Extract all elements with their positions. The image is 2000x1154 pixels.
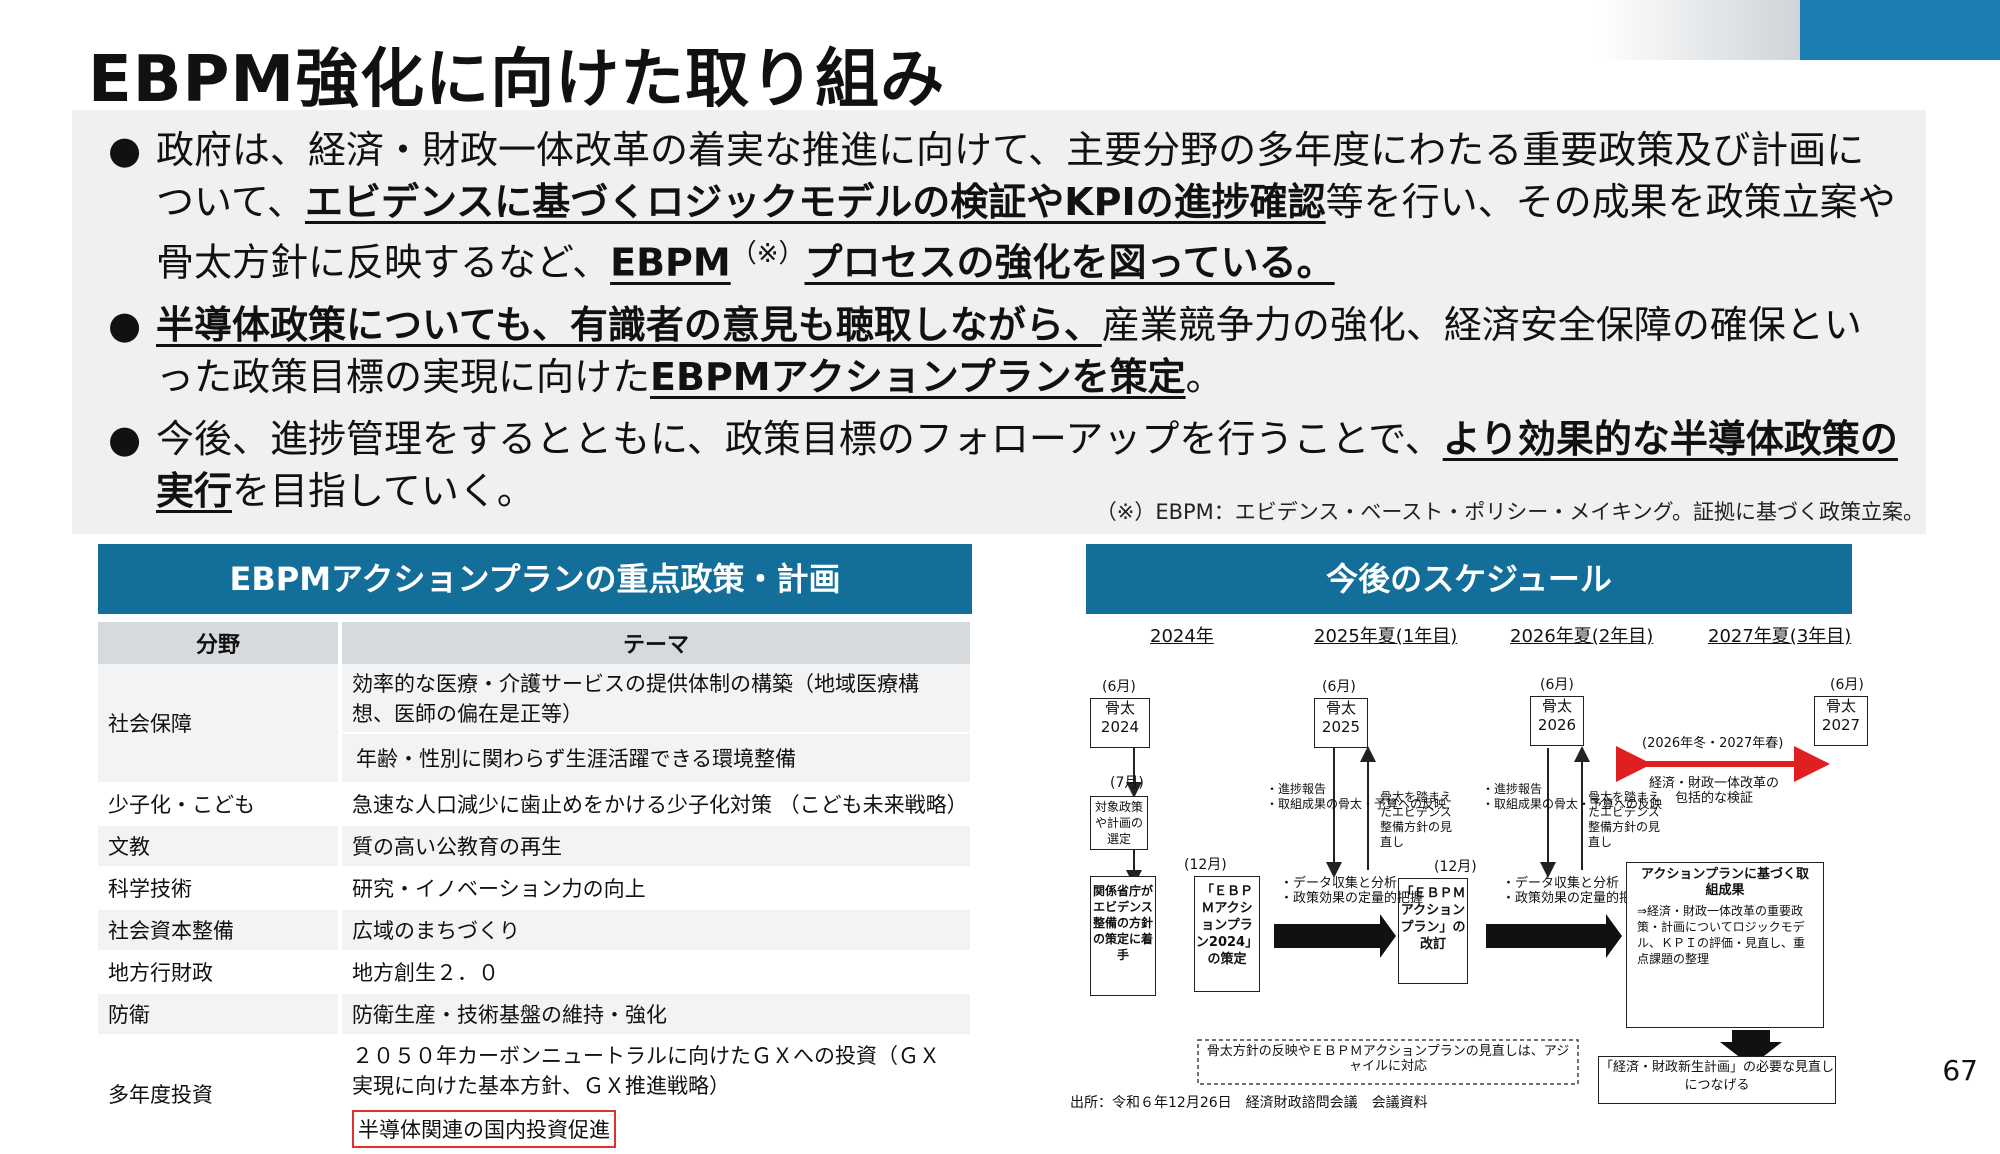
- agile-note-box: [1197, 1039, 1579, 1085]
- summary-bullets: ● 政府は、経済・財政一体改革の着実な推進に向けて、主要分野の多年度にわたる重要…: [108, 124, 1898, 527]
- review-note: 骨太を踏まえたエビデンス整備方針の見直し: [1380, 790, 1453, 849]
- row-theme: 効率的な医療・介護サービスの提供体制の構築（地域医療構想、医師の偏在是正等）: [340, 664, 970, 734]
- text: 。: [1185, 354, 1224, 399]
- year-2024: 2024年: [1150, 626, 1214, 647]
- row-theme: 研究・イノベーション力の向上: [340, 867, 970, 910]
- honebuto-2026-box: 骨太 2026: [1530, 696, 1584, 746]
- agile-note: 骨太方針の反映やＥＢＰＭアクションプランの見直しは、アジャイルに対応: [1206, 1044, 1570, 1074]
- period-label: (2026年冬・2027年春): [1642, 736, 1784, 751]
- emphasis: エビデンスに基づくロジックモデルの検証やKPIの進捗確認: [304, 180, 1326, 224]
- emphasis: EBPM: [610, 240, 731, 285]
- bullet-2: ● 半導体政策についても、有識者の意見も聴取しながら、産業競争力の強化、経済安全…: [108, 299, 1898, 403]
- overall-review-note: 経済・財政一体改革の包括的な検証: [1648, 776, 1779, 806]
- row-category: 地方行財政: [98, 951, 342, 994]
- year-2025: 2025年夏(1年目): [1314, 626, 1458, 647]
- emphasis: プロセスの強化を図っている。: [804, 240, 1335, 285]
- page-number: 67: [1942, 1054, 1978, 1087]
- source-note: 出所：令和６年12月26日 経済財政諮問会議 会議資料: [1070, 1095, 1428, 1111]
- action-plan-revision-box: 「ＥＢＰＭアクションプラン」の改訂: [1398, 878, 1468, 984]
- month-label: (12月): [1434, 859, 1477, 875]
- text: 今後、進捗管理をするとともに、政策目標のフォローアップを行うことで、: [156, 416, 1443, 461]
- table-row: 年齢・性別に関わらず生涯活躍できる環境整備: [98, 733, 970, 784]
- row-category: 社会保障: [98, 664, 342, 784]
- progress-report-note: ・進捗報告 ・取組成果の骨太・予算への反映: [1482, 782, 1663, 811]
- month-label: (12月): [1184, 857, 1227, 873]
- row-category: 少子化・こども: [98, 783, 342, 826]
- new-plan-box: 「経済・財政新生計画」の必要な見直しにつなげる: [1598, 1056, 1836, 1104]
- results-box: アクションプランに基づく取組成果 ⇒経済・財政一体改革の重要政策・計画についてロ…: [1626, 862, 1824, 1028]
- month-label: (6月): [1102, 679, 1136, 695]
- text: を目指していく。: [232, 468, 535, 513]
- header-decoration-grey: [1596, 0, 1800, 60]
- big-arrow: [1486, 914, 1622, 958]
- row-theme: 年齢・性別に関わらず生涯活躍できる環境整備: [340, 733, 970, 784]
- column-header-theme: テーマ: [340, 622, 970, 664]
- table-section-header: EBPMアクションプランの重点政策・計画: [98, 544, 972, 614]
- month-label: (6月): [1540, 677, 1574, 693]
- emphasis: 半導体政策についても、有識者の意見も聴取しながら、: [156, 302, 1102, 347]
- note-mark: （※）: [730, 239, 805, 269]
- highlighted-theme: 半導体関連の国内投資促進: [352, 1110, 616, 1148]
- row-theme: 防衛生産・技術基盤の維持・強化: [340, 993, 970, 1036]
- table-row: 社会保障 効率的な医療・介護サービスの提供体制の構築（地域医療構想、医師の偏在是…: [98, 664, 970, 784]
- bullet-1: ● 政府は、経済・財政一体改革の着実な推進に向けて、主要分野の多年度にわたる重要…: [108, 124, 1898, 289]
- month-label: (6月): [1322, 679, 1356, 695]
- progress-report-note: ・進捗報告 ・取組成果の骨太・予算への反映: [1266, 782, 1447, 811]
- emphasis: より効果的な半導体政策の実行: [156, 416, 1898, 513]
- bullet-dot: ●: [108, 302, 142, 347]
- schedule-arrows: [1126, 746, 1830, 1085]
- schedule-section-header: 今後のスケジュール: [1086, 544, 1852, 614]
- column-header-field: 分野: [98, 622, 342, 664]
- table-row: 少子化・こども 急速な人口減少に歯止めをかける少子化対策 （こども未来戦略）: [98, 783, 970, 826]
- review-note: 骨太を踏まえたエビデンス整備方針の見直し: [1588, 790, 1661, 849]
- row-category: 社会資本整備: [98, 909, 342, 952]
- row-category: 防衛: [98, 993, 342, 1036]
- summary-box: [72, 110, 1926, 534]
- month-label: (6月): [1830, 677, 1864, 693]
- year-2026: 2026年夏(2年目): [1510, 626, 1654, 647]
- row-theme: 地方創生２．０: [340, 951, 970, 994]
- bullet-dot: ●: [108, 416, 142, 461]
- bullet-3: ● 今後、進捗管理をするとともに、政策目標のフォローアップを行うことで、より効果…: [108, 413, 1898, 517]
- bullet-dot: ●: [108, 128, 142, 172]
- results-title: アクションプランに基づく取組成果: [1641, 867, 1809, 898]
- data-analysis-note: ・データ収集と分析 ・政策効果の定量的把握: [1502, 876, 1646, 906]
- row-theme: 広域のまちづくり: [340, 909, 970, 952]
- text: 政府は、経済・財政一体改革の着実な推進に向けて、主要分野の多年度にわたる重要政策…: [156, 128, 1865, 224]
- month-label: (7月): [1110, 775, 1144, 791]
- year-2027: 2027年夏(3年目): [1708, 626, 1852, 647]
- table-row: 防衛 防衛生産・技術基盤の維持・強化: [98, 993, 970, 1036]
- row-theme: 急速な人口減少に歯止めをかける少子化対策 （こども未来戦略）: [340, 783, 970, 826]
- row-theme: ２０５０年カーボンニュートラルに向けたＧＸへの投資（ＧＸ実現に向けた基本方針、Ｇ…: [340, 1035, 970, 1106]
- row-category: 多年度投資: [98, 1035, 342, 1154]
- big-arrow: [1720, 1030, 1782, 1066]
- policy-selection-box: 対象政策や計画の選定: [1090, 796, 1148, 850]
- action-plan-2024-box: 「ＥＢＰＭアクションプラン2024」の策定: [1194, 876, 1260, 992]
- row-category: 科学技術: [98, 867, 342, 910]
- data-analysis-note: ・データ収集と分析 ・政策効果の定量的把握: [1280, 876, 1424, 906]
- table-row: 社会資本整備 広域のまちづくり: [98, 909, 970, 952]
- big-arrow: [1274, 914, 1396, 958]
- row-category: 文教: [98, 825, 342, 868]
- table-row: 文教 質の高い公教育の再生: [98, 825, 970, 868]
- table-row: 多年度投資 ２０５０年カーボンニュートラルに向けたＧＸへの投資（ＧＸ実現に向けた…: [98, 1035, 970, 1154]
- row-theme: 質の高い公教育の再生: [340, 825, 970, 868]
- results-body: ⇒経済・財政一体改革の重要政策・計画についてロジックモデル、ＫＰＩの評価・見直し…: [1637, 904, 1806, 966]
- table-row: 科学技術 研究・イノベーション力の向上: [98, 867, 970, 910]
- honebuto-2024-box: 骨太 2024: [1090, 698, 1150, 748]
- page-title: EBPM強化に向けた取り組み: [88, 43, 946, 117]
- emphasis: EBPMアクションプランを策定: [650, 354, 1186, 399]
- footnote: （※）EBPM：エビデンス・ベースト・ポリシー・メイキング。証拠に基づく政策立案…: [1095, 500, 1924, 524]
- text: 等を行い、その成果を政策立案や骨太方針に反映するなど、: [156, 180, 1896, 285]
- table-row: 地方行財政 地方創生２．０: [98, 951, 970, 994]
- honebuto-2027-box: 骨太 2027: [1814, 696, 1868, 746]
- policy-table: 分野 テーマ 社会保障 効率的な医療・介護サービスの提供体制の構築（地域医療構想…: [98, 622, 970, 1154]
- honebuto-2025-box: 骨太 2025: [1314, 698, 1368, 748]
- ministries-box: 関係省庁がエビデンス整備の方針の策定に着手: [1090, 876, 1156, 996]
- header-decoration-blue: [1800, 0, 2000, 60]
- text: 産業競争力の強化、経済安全保障の確保といった政策目標の実現に向けた: [156, 302, 1862, 399]
- schedule-diagram: 2024年 2025年夏(1年目) 2026年夏(2年目) 2027年夏(3年目…: [1070, 620, 1936, 1120]
